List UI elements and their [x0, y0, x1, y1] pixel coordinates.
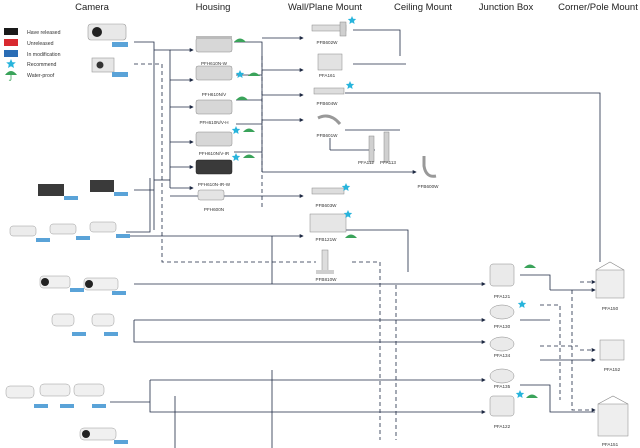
header-housing: Housing [196, 2, 231, 13]
recommend-star-icon [341, 183, 351, 191]
corner-pole-mount-column: PFA150 PFA152 PFA151 [595, 261, 629, 447]
mount-pfa150 [595, 261, 625, 299]
ceiling-mount-column: PFA112 PFA113 PFB600W [358, 131, 440, 189]
legend-have-released: Have released [27, 30, 61, 36]
label-pfb810w: PFB810W [316, 277, 338, 282]
recommend-star-icon [517, 300, 527, 308]
pole-pfa112 [368, 135, 375, 163]
camera-bullet-pair [39, 275, 126, 295]
label-pfa151: PFA151 [602, 442, 619, 447]
camera-box-small [91, 57, 128, 77]
label-pfa161: PFA161 [319, 73, 336, 78]
header-ceiling-mount: Ceiling Mount [394, 2, 452, 13]
header-wall-plane-mount: Wall/Plane Mount [288, 2, 362, 13]
water-proof-umbrella-icon [524, 264, 536, 268]
label-pfh610n-v: PFH610N/V [202, 92, 227, 97]
mount-pfa151 [597, 395, 629, 437]
box-pfa134 [489, 336, 515, 352]
label-pfh610n-ir-w: PFH610N-IR-W [198, 182, 231, 187]
housing-pfh610n-w-label-group [195, 65, 233, 81]
box-pfa130 [489, 304, 515, 320]
legend-recommend: Recommend [27, 62, 57, 68]
housing-column: PFH610N-W PFH610N/V PFH610N/V-H PFH610N/… [195, 36, 260, 212]
label-pfa112: PFA112 [358, 160, 374, 165]
pole-pfa113 [383, 131, 390, 163]
label-pfa121: PFA121 [494, 294, 511, 299]
water-proof-umbrella-icon [345, 234, 357, 238]
label-pfa130: PFA130 [494, 324, 511, 329]
label-pfh600n: PFH600N [204, 207, 224, 212]
box-pfa122 [489, 395, 515, 417]
label-pfa134: PFA134 [494, 353, 511, 358]
camera-bullet-large [87, 23, 128, 47]
label-pfa135: PFA135 [494, 384, 511, 389]
bracket-pfb601w [317, 114, 342, 125]
legend-swatch-have-released [4, 28, 18, 35]
label-pfb601w: PFB601W [317, 133, 339, 138]
legend-swatch-unreleased [4, 39, 18, 46]
legend-water-proof: Water-proof [27, 73, 55, 79]
water-proof-umbrella-icon [234, 38, 246, 42]
water-proof-umbrella-icon [248, 72, 260, 76]
recommend-star-icon [231, 153, 241, 161]
wall-mount-column: PFB602W PFA161 PFB604W PFB601W PFB603W P… [309, 16, 357, 282]
water-proof-umbrella-icon [243, 154, 255, 158]
camera-bullet-trio [9, 221, 130, 242]
water-proof-umbrella-icon [243, 128, 255, 132]
legend-unreleased: Unreleased [27, 41, 54, 47]
recommend-star-icon [6, 59, 16, 68]
recommend-star-icon [343, 210, 353, 218]
label-pfh610n-v-ir: PFH610N/V-IR [199, 151, 230, 156]
bracket-pfb121w [309, 213, 347, 233]
water-proof-umbrella-icon [236, 96, 248, 100]
bracket-pfb810w [316, 249, 334, 274]
mount-pfa161 [317, 53, 343, 71]
label-pfb600w: PFB600W [418, 184, 440, 189]
water-proof-umbrella-icon [5, 71, 17, 81]
label-pfh610n-v-h: PFH610N/V-H [199, 120, 228, 125]
label-pfb121w: PFB121W [316, 237, 338, 242]
recommend-star-icon [231, 126, 241, 134]
housing-pfh610n-v [195, 99, 233, 115]
box-pfa121 [489, 263, 515, 287]
bracket-pfb603w [311, 187, 345, 195]
label-pfa150: PFA150 [602, 306, 619, 311]
camera-box-pair [38, 180, 128, 200]
legend: Have released Unreleased In modification… [4, 28, 61, 81]
camera-bullet-group-bottom [5, 383, 128, 444]
header-corner-pole-mount: Corner/Pole Mount [558, 2, 638, 13]
connection-lines [110, 29, 601, 448]
label-pfa122: PFA122 [494, 424, 511, 429]
bracket-pfb600w [422, 156, 437, 178]
recommend-star-icon [347, 16, 357, 24]
recommend-star-icon [235, 70, 245, 78]
label-pfb604w: PFB604W [317, 101, 339, 106]
recommend-star-icon [345, 81, 355, 89]
junction-box-column: PFA121 PFA130 PFA134 PFA135 PFA122 [489, 263, 538, 429]
legend-swatch-in-modification [4, 50, 18, 57]
legend-in-modification: In modification [27, 52, 61, 58]
recommend-star-icon [515, 390, 525, 398]
label-pfa113: PFA113 [380, 160, 396, 165]
label-pfh610n-w: PFH610N-W [201, 61, 228, 66]
camera-mini-bullet-pair [51, 313, 118, 336]
housing-pfh610n-v-ir [195, 131, 233, 147]
box-pfa135 [489, 368, 515, 384]
bracket-pfb602w [311, 21, 347, 37]
water-proof-umbrella-icon [526, 394, 538, 398]
camera-column [5, 23, 130, 444]
label-pfb602w: PFB602W [317, 40, 339, 45]
header-junction-box: Junction Box [479, 2, 534, 13]
label-pfb603w: PFB603W [316, 203, 338, 208]
mount-pfa152 [599, 339, 625, 361]
housing-pfh600n [197, 189, 225, 201]
housing-pfh610n-w [195, 36, 233, 53]
bracket-pfb604w [313, 87, 345, 95]
label-pfa152: PFA152 [604, 367, 621, 372]
housing-pfh610n-ir-w [195, 159, 233, 175]
header-camera: Camera [75, 2, 110, 13]
